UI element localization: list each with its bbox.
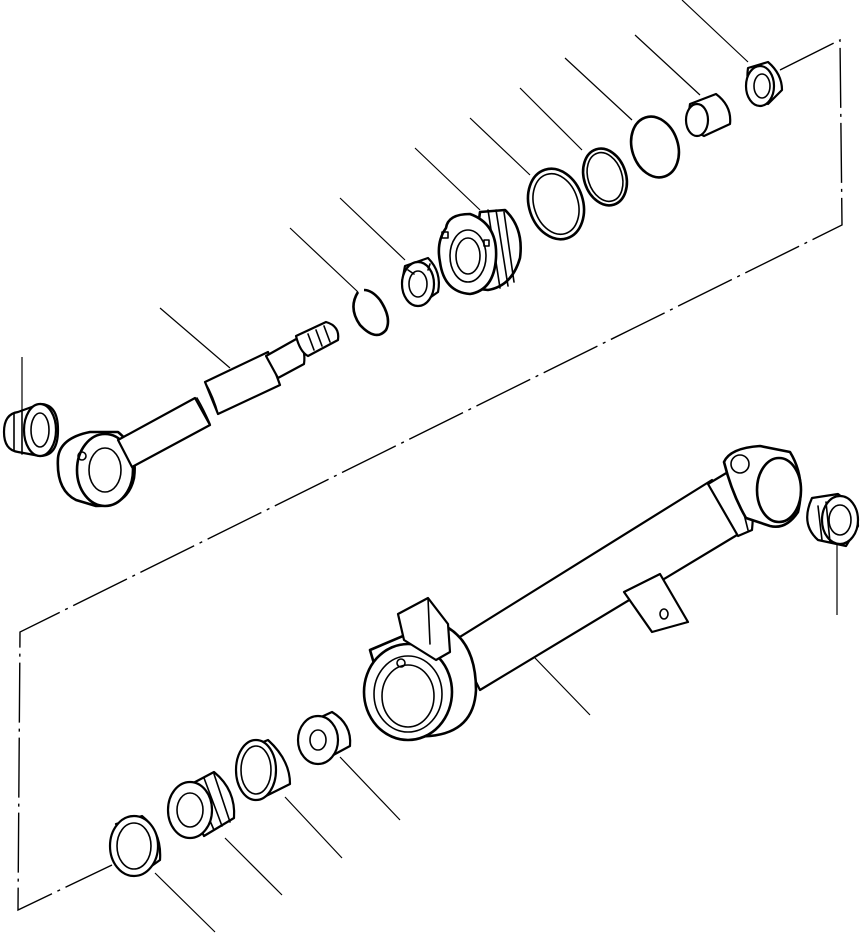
o-ring-large	[526, 167, 586, 241]
cylinder-tube	[362, 444, 803, 742]
rod-nut	[400, 256, 440, 308]
rod-end-bushing	[2, 402, 60, 458]
piston-seal	[108, 814, 162, 878]
dust-seal	[744, 60, 784, 108]
leader-lines	[21, 0, 838, 933]
o-ring-small	[629, 115, 681, 179]
wear-ring	[234, 738, 292, 802]
backup-ring	[581, 147, 629, 207]
piston	[166, 770, 236, 840]
cylinder-head	[437, 208, 522, 296]
assembly-boundary	[17, 38, 843, 912]
rod-bushing	[684, 92, 732, 138]
piston-rod	[56, 320, 340, 508]
snap-ring	[352, 288, 390, 337]
spacer	[296, 710, 352, 766]
tube-end-bushing	[806, 492, 860, 548]
